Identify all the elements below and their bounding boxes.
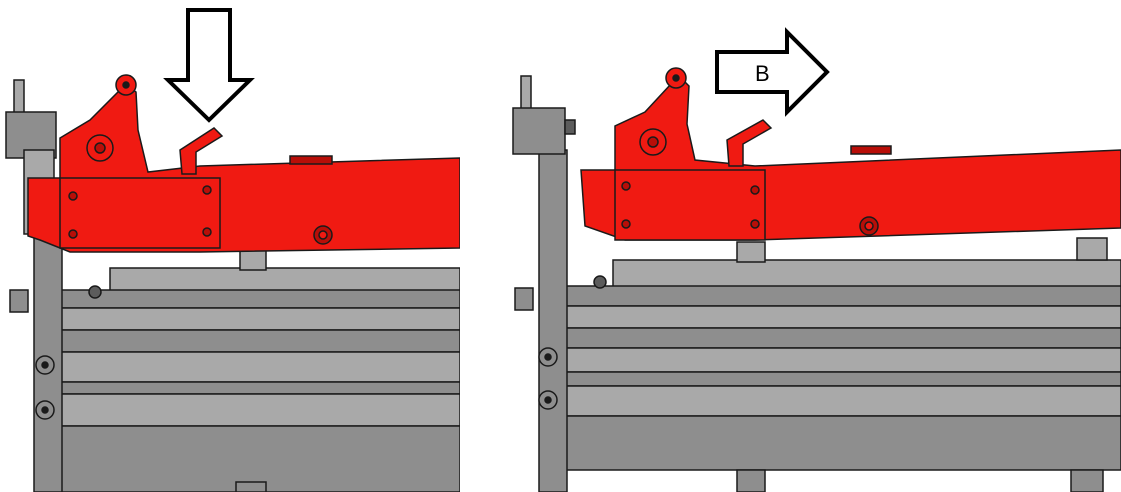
vertical-post xyxy=(512,75,576,492)
gray-rail-stack xyxy=(564,259,1121,471)
red-clamp-arm xyxy=(580,67,1121,241)
down-arrow-icon xyxy=(163,8,255,123)
mechanism-drawing-left xyxy=(5,8,460,492)
mechanism-drawing-right xyxy=(512,27,1121,492)
diagram-panel-left xyxy=(0,0,460,492)
vertical-post xyxy=(5,79,63,492)
right-arrow-icon xyxy=(715,27,830,117)
post-bolts xyxy=(514,237,1108,492)
red-clamp-arm xyxy=(27,74,460,253)
diagram-panel-right: B xyxy=(505,0,1121,492)
arrow-label-b: B xyxy=(755,61,770,86)
gray-rail-stack xyxy=(59,267,460,492)
